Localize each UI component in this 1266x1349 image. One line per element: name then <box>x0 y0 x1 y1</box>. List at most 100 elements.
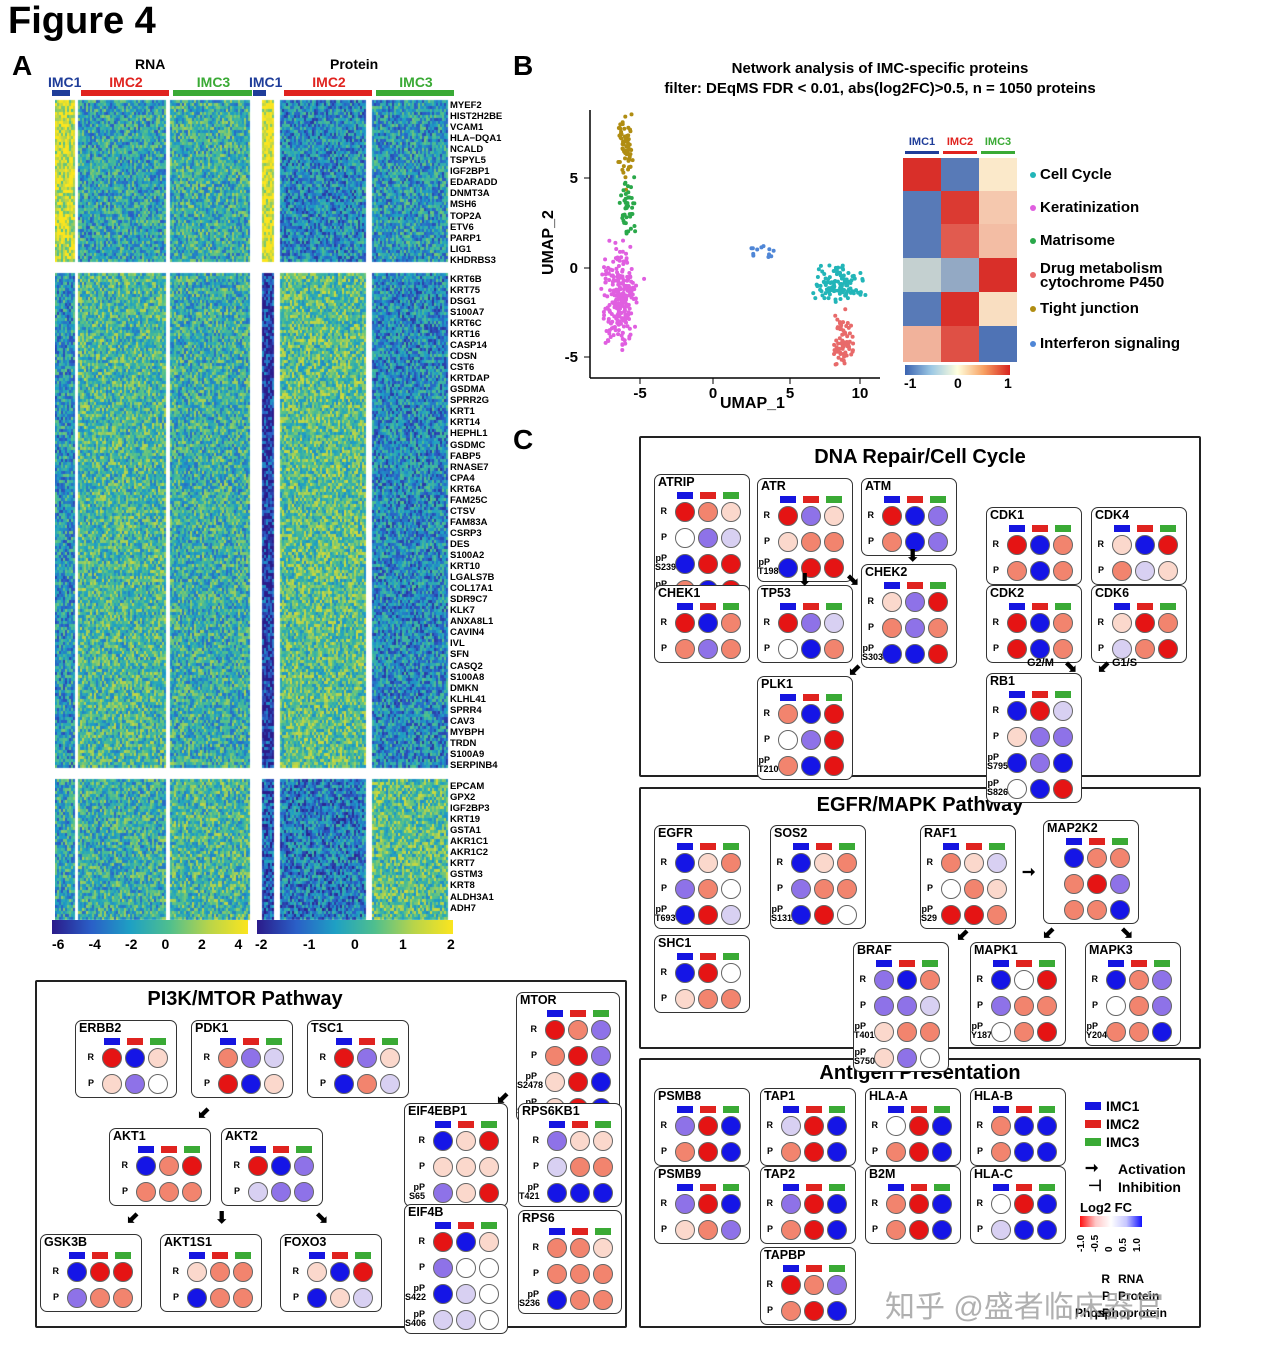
row-label: R <box>992 539 1000 549</box>
fc-circle <box>1053 613 1073 633</box>
row-label: R <box>992 705 1000 715</box>
fc-circle <box>568 1046 588 1066</box>
fc-circle <box>1064 874 1084 894</box>
fc-circle <box>113 1262 133 1282</box>
gene-label: RNASE7 <box>450 461 489 473</box>
fc-circle <box>570 1238 590 1258</box>
fc-circle <box>271 1156 291 1176</box>
fc-circle <box>804 1301 824 1321</box>
gene-name: MAPK3 <box>1089 943 1133 957</box>
row-label: P <box>1097 643 1104 653</box>
fc-circle <box>159 1156 179 1176</box>
fc-circle <box>698 963 718 983</box>
fc-circle <box>1158 561 1178 581</box>
imc-header-bar <box>780 694 796 701</box>
fc-circle <box>781 1142 801 1162</box>
imc-header-bar <box>1009 603 1025 610</box>
gene-label: KRT14 <box>450 417 481 429</box>
gene-label: ETV6 <box>450 221 474 233</box>
fc-circle <box>1014 1142 1034 1162</box>
pathway-arrow-icon: ⬋ <box>848 662 862 679</box>
fc-circle <box>905 532 925 552</box>
fc-circle <box>991 1194 1011 1214</box>
fc-circle <box>1037 1194 1057 1214</box>
umap-point <box>615 255 620 260</box>
gene-label: CAV3 <box>450 715 475 727</box>
fc-circle <box>824 756 844 776</box>
fc-circle <box>987 905 1007 925</box>
imc-header-bar <box>993 1184 1009 1191</box>
fc-circle <box>824 532 844 552</box>
umap-point <box>838 296 843 301</box>
umap-point <box>811 291 816 296</box>
imc-header-bar <box>907 582 923 589</box>
umap-point <box>620 330 625 335</box>
panel-b-subtitle: filter: DEqMS FDR < 0.01, abs(log2FC)>0.… <box>664 80 1096 97</box>
umap-point <box>750 246 755 251</box>
umap-point <box>759 245 764 250</box>
fc-circle <box>1030 779 1050 799</box>
fc-circle <box>1135 639 1155 659</box>
gene-label: HIST2H2BE <box>450 111 503 123</box>
term-heat-col-label: IMC2 <box>946 136 974 148</box>
fc-circle <box>991 970 1011 990</box>
umap-point <box>606 338 611 343</box>
row-label: R <box>660 857 668 867</box>
fc-circle <box>380 1048 400 1068</box>
fc-circle <box>1158 535 1178 555</box>
fc-circle <box>456 1310 476 1330</box>
protein-tick: -1 <box>303 936 316 952</box>
umap-point <box>613 240 618 245</box>
legend-pp: pP <box>1094 1306 1110 1320</box>
fc-circle <box>456 1232 476 1252</box>
row-label: R <box>871 1198 879 1208</box>
umap-point <box>846 344 851 349</box>
gene-label: NCALD <box>450 144 484 156</box>
imc-header-bar <box>884 496 900 503</box>
fc-circle <box>874 996 894 1016</box>
fc-circle <box>353 1288 373 1308</box>
fc-circle <box>778 756 798 776</box>
fc-circle <box>591 1046 611 1066</box>
umap-point <box>845 289 850 294</box>
imc-header-bar <box>934 1184 950 1191</box>
imc-header-bar <box>888 1106 904 1113</box>
gene-label: IGF2BP1 <box>450 166 490 178</box>
rna-tick: 0 <box>161 936 170 952</box>
row-label: R <box>660 1198 668 1208</box>
umap-point <box>618 122 623 127</box>
legend-activation: Activation <box>1118 1161 1186 1177</box>
gene-label: S100A2 <box>450 550 485 561</box>
gene-label: EPCAM <box>450 781 485 792</box>
umap-point <box>609 292 614 297</box>
fc-circle <box>433 1258 453 1278</box>
umap-point <box>621 238 626 243</box>
legend-p: P <box>1101 1289 1110 1303</box>
row-label: R <box>660 617 668 627</box>
imc-header-bar <box>930 582 946 589</box>
fc-circle <box>1014 1194 1034 1214</box>
row-label: P <box>763 734 770 744</box>
fc-circle <box>675 1116 695 1136</box>
fc-circle <box>804 1220 824 1240</box>
imc-header-bar <box>1114 603 1130 610</box>
imc-header-bar <box>549 1121 565 1128</box>
gene-label: KRTDAP <box>450 373 490 385</box>
umap-point <box>620 297 625 302</box>
term-heat-cell <box>979 191 1017 224</box>
umap-point <box>632 224 637 229</box>
term-scale-tick: 0 <box>954 375 962 391</box>
row-label: P <box>976 1000 983 1010</box>
umap-point <box>625 140 630 145</box>
gene-label: CPA4 <box>450 472 475 484</box>
umap-point <box>625 260 630 265</box>
rna-tick: -4 <box>88 936 101 952</box>
fc-circle <box>1135 613 1155 633</box>
row-label: R <box>763 617 771 627</box>
row-label: R <box>203 1052 211 1062</box>
